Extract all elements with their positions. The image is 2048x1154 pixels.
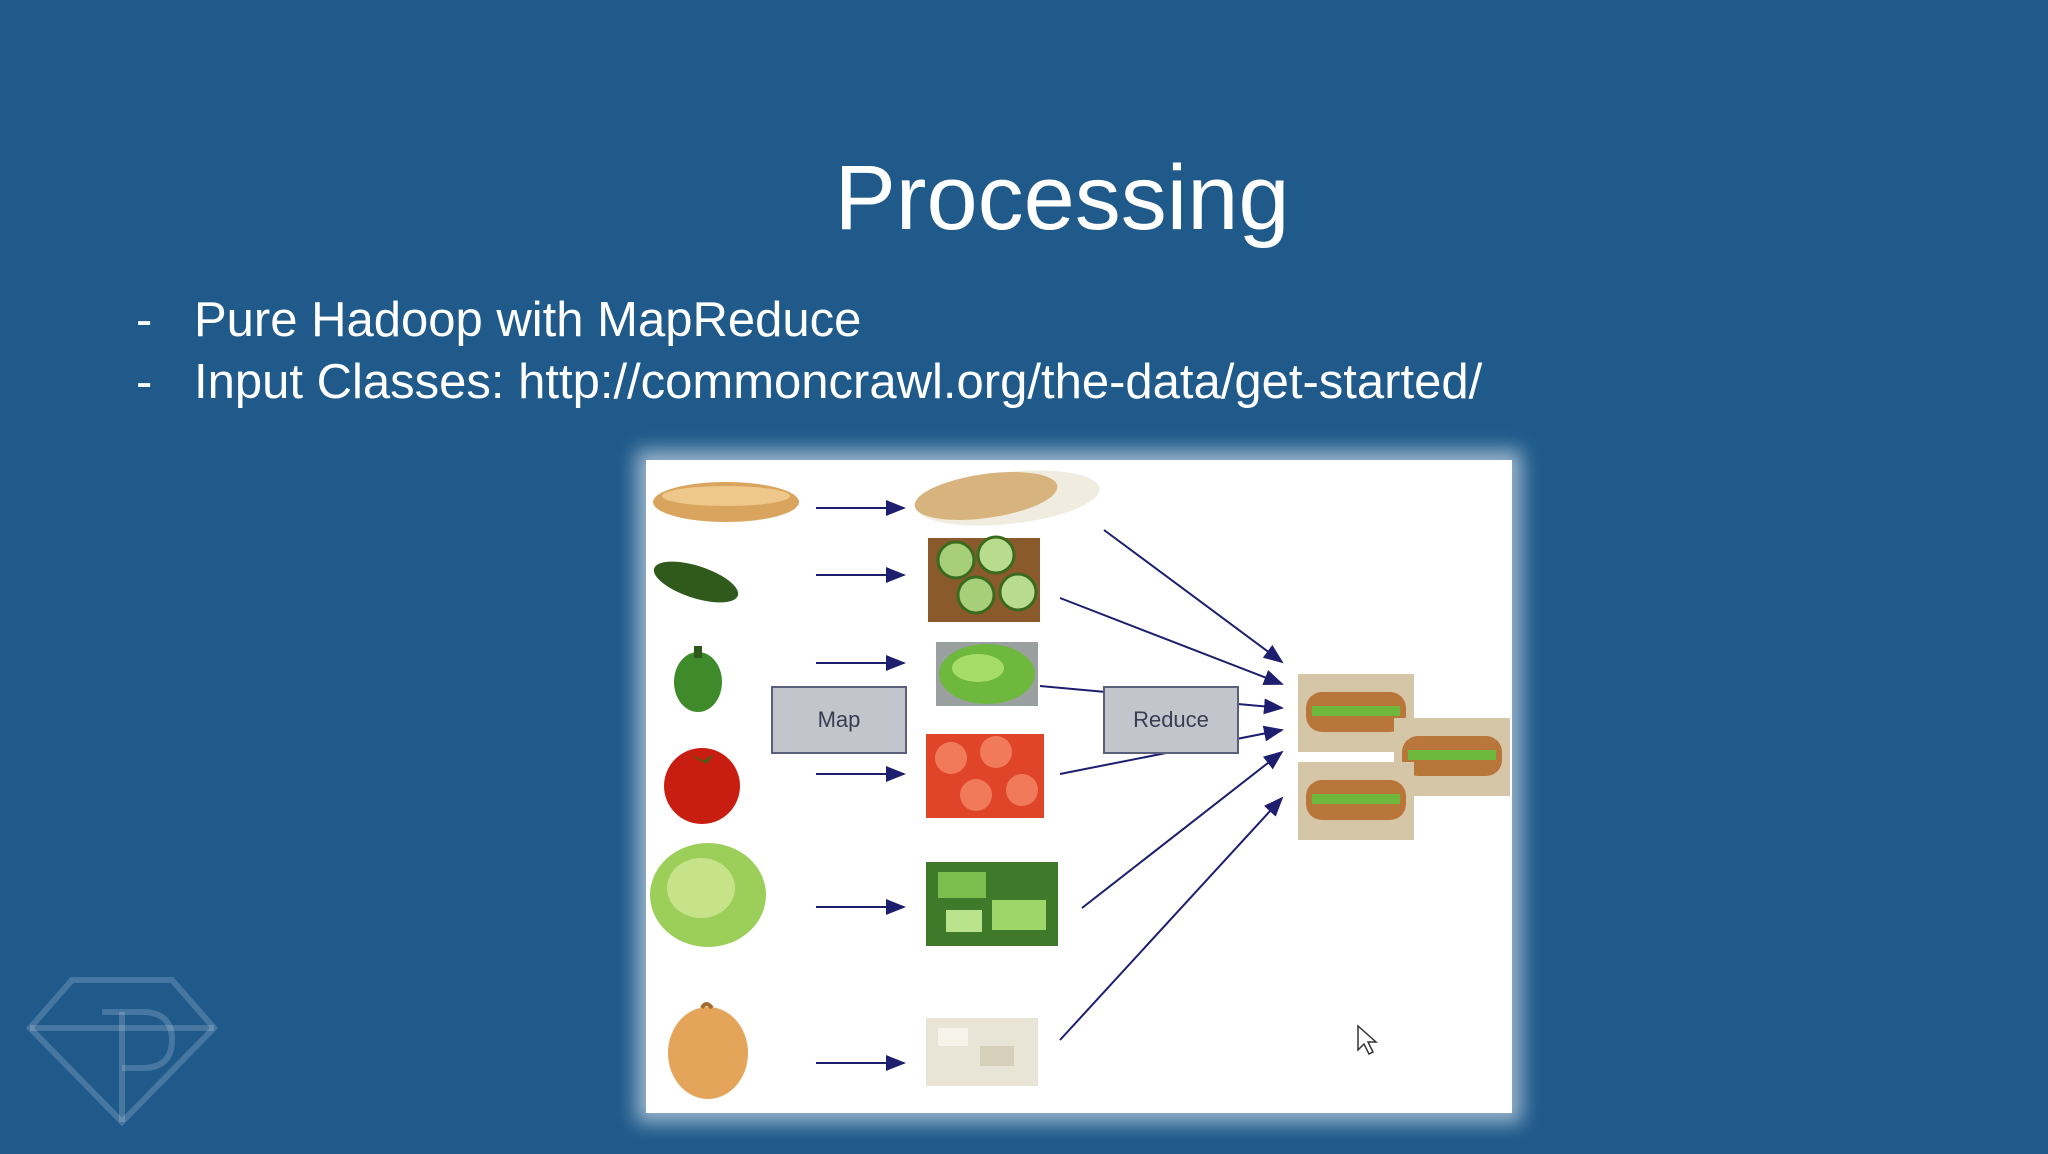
- sliced-cucumber-icon: [928, 535, 1040, 622]
- shredded-lettuce-icon: [926, 862, 1058, 946]
- onion-icon: [668, 1002, 748, 1099]
- diagram-graphics: [650, 470, 1510, 1099]
- map-box: Map: [771, 686, 907, 754]
- tomato-icon: [664, 748, 740, 824]
- mapreduce-diagram: Map Reduce: [646, 460, 1512, 1113]
- bullet-text: Pure Hadoop with MapReduce: [194, 293, 862, 347]
- mouse-cursor-icon: [1357, 1024, 1378, 1056]
- bullet-dash: -: [136, 355, 153, 409]
- bullet-text: Input Classes: http://commoncrawl.org/th…: [194, 355, 1483, 409]
- chopped-pepper-icon: [936, 642, 1038, 706]
- slide-title: Processing: [834, 147, 1290, 249]
- bullet-dash: -: [136, 293, 153, 347]
- green-pepper-icon: [674, 646, 722, 712]
- sliced-bread-icon: [914, 470, 1100, 526]
- lettuce-icon: [650, 843, 766, 947]
- sandwich-icon: [1298, 762, 1414, 840]
- cucumber-icon: [653, 561, 739, 603]
- reduce-box: Reduce: [1103, 686, 1239, 754]
- sliced-tomato-icon: [926, 734, 1044, 818]
- diamond-logo-icon: [25, 977, 219, 1127]
- diced-onion-icon: [926, 1018, 1038, 1086]
- bread-icon: [653, 482, 799, 522]
